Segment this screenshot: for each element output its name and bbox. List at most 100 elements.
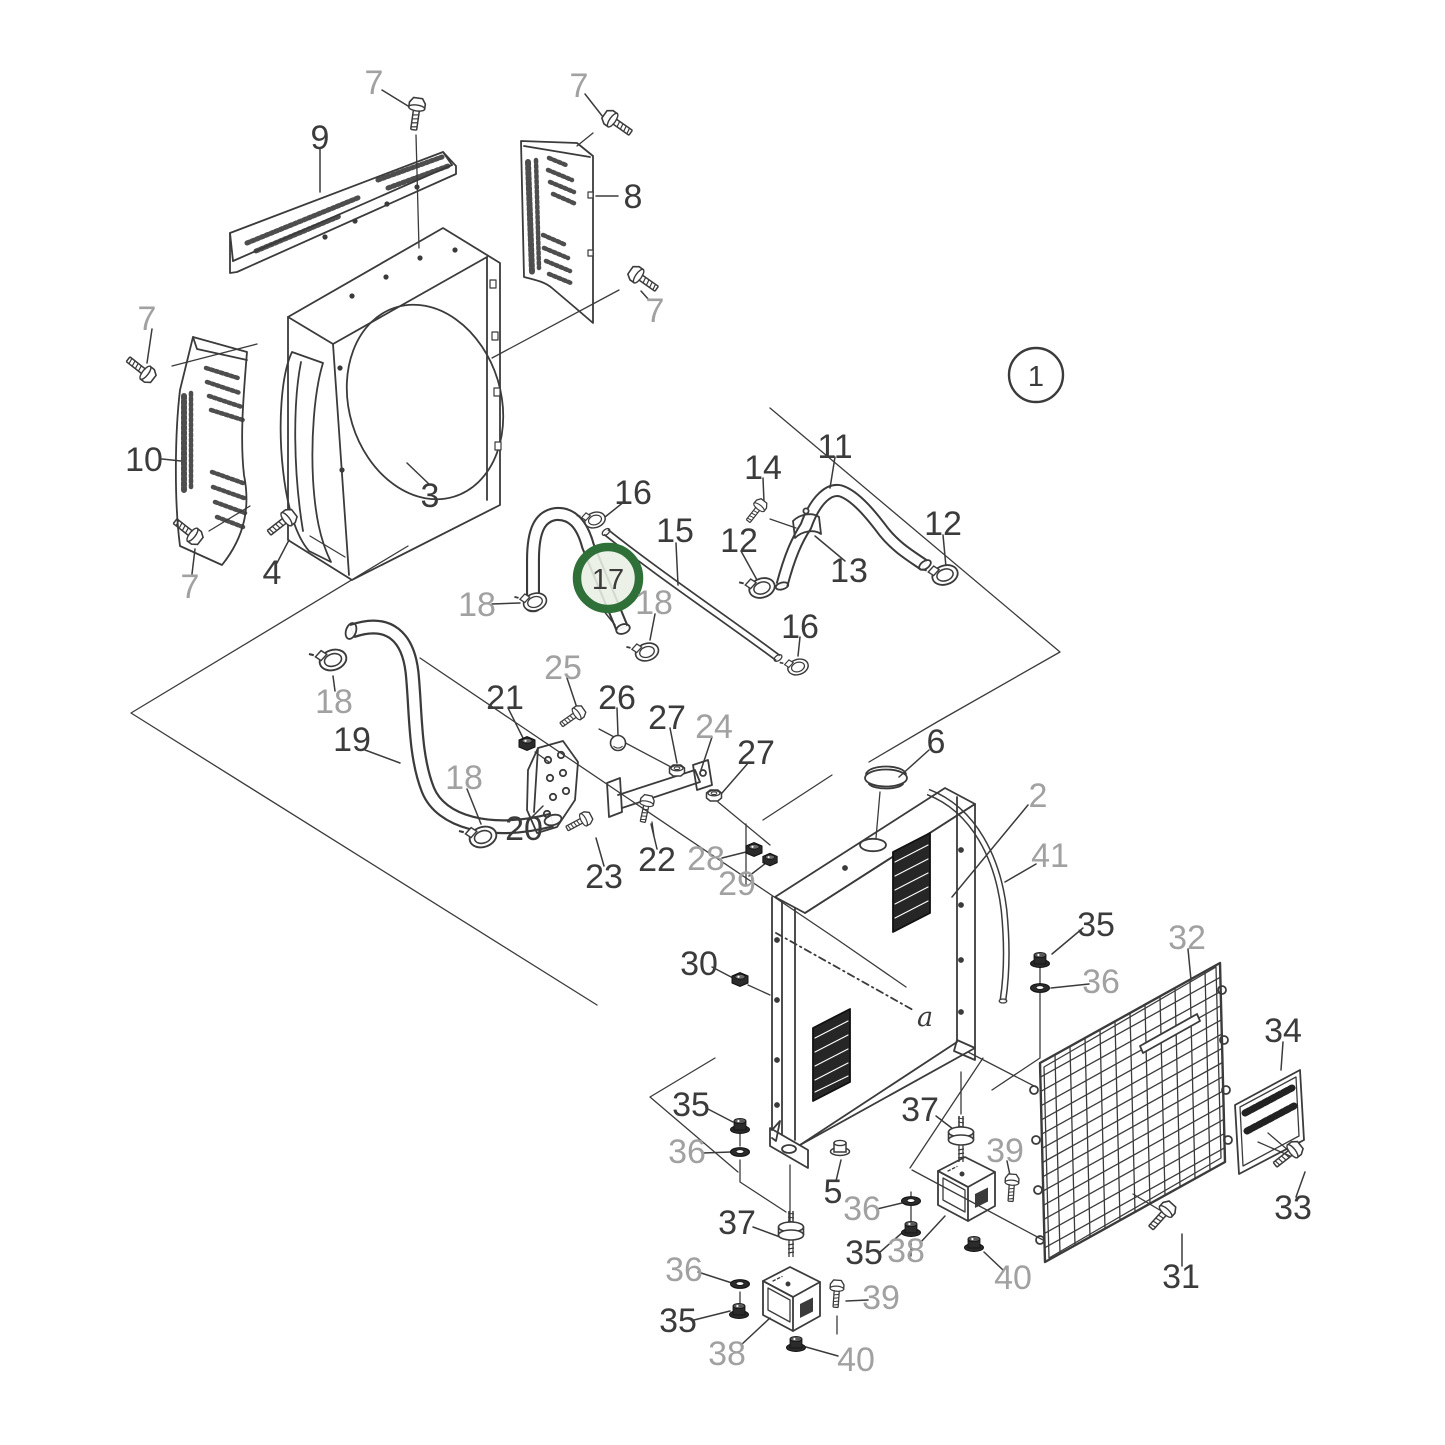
assembly-axis-lines — [171, 132, 1290, 1335]
part-label-15: 15 — [656, 512, 694, 550]
part-label-9: 9 — [311, 119, 330, 157]
mount-37-center-icon — [777, 1210, 805, 1258]
part-label-7: 7 — [138, 300, 157, 338]
part-label-37: 37 — [901, 1091, 939, 1129]
part-label-2: 2 — [1029, 777, 1048, 815]
part-label-13: 13 — [830, 552, 868, 590]
mount-37-right-icon — [947, 1115, 975, 1163]
hose-15 — [601, 527, 783, 662]
part-label-40: 40 — [994, 1259, 1032, 1297]
leader-lines — [146, 89, 1306, 1357]
grille-bar — [1042, 1076, 1224, 1178]
part-label-38: 38 — [887, 1232, 925, 1270]
part-label-1: 1 — [1028, 361, 1044, 393]
bolt-23-icon — [563, 809, 595, 836]
part-label-22: 22 — [638, 841, 676, 879]
part-label-18: 18 — [458, 586, 496, 624]
grille — [1029, 961, 1233, 1264]
bracket-24 — [606, 759, 713, 818]
grille-bar — [1043, 1118, 1225, 1221]
clamp-18-hose19-top-icon — [307, 642, 351, 678]
bolt-14-icon — [742, 496, 770, 526]
part-label-27: 27 — [737, 734, 775, 772]
part-label-32: 32 — [1168, 919, 1206, 957]
part-label-7: 7 — [365, 64, 384, 102]
nut-35-right-icon — [1030, 951, 1050, 968]
part-label-3: 3 — [421, 477, 440, 515]
part-label-37: 37 — [718, 1204, 756, 1242]
nut-35-left-icon — [730, 1117, 750, 1134]
part-label-35: 35 — [845, 1234, 883, 1272]
overflow-hose-41 — [926, 788, 1010, 1004]
part-label-27: 27 — [648, 699, 686, 737]
grille-bar — [1042, 1090, 1224, 1192]
part-label-36: 36 — [668, 1133, 706, 1171]
grille-bar — [1041, 1047, 1223, 1149]
part-label-20: 20 — [505, 810, 543, 848]
bolt-7-left-upper-icon — [122, 352, 160, 387]
grille-bar — [1042, 1104, 1225, 1206]
grille-bar — [1043, 1147, 1226, 1249]
part-label-12: 12 — [720, 522, 758, 560]
part-label-26: 26 — [598, 679, 636, 717]
nut-30-icon — [731, 972, 749, 987]
nut-21-icon — [518, 736, 536, 751]
bracket-20 — [526, 740, 579, 834]
grille-bar — [1041, 1033, 1223, 1135]
nut-27-upper-icon — [668, 764, 686, 777]
part-label-40: 40 — [837, 1341, 875, 1379]
bolt-7-right-lower-icon — [625, 263, 663, 297]
part-label-12: 12 — [924, 505, 962, 543]
ball-26-icon — [609, 734, 627, 752]
bolt-25-icon — [556, 702, 589, 731]
part-label-6: 6 — [927, 723, 946, 761]
bolt-39-left-icon — [828, 1279, 845, 1309]
part-label-29: 29 — [718, 865, 756, 903]
part-label-7: 7 — [646, 292, 665, 330]
emblem-plate — [1234, 1069, 1305, 1175]
fan-shroud — [279, 227, 505, 581]
clamp-18-hose17-right-icon — [625, 636, 662, 667]
hose-band-13 — [792, 507, 822, 539]
part-label-24: 24 — [695, 708, 733, 746]
side-panel-right — [520, 140, 594, 324]
part-label-31: 31 — [1162, 1258, 1200, 1296]
radiator — [769, 787, 976, 1169]
assembly-ref-circle — [1007, 346, 1065, 404]
nut-40-right-icon — [964, 1235, 984, 1252]
part-label-25: 25 — [544, 649, 582, 687]
washer-36-center-icon — [901, 1196, 921, 1206]
hose-11 — [774, 484, 932, 591]
part-label-a: a — [917, 1002, 933, 1033]
bolt-7-top-icon — [404, 96, 427, 132]
washer-36-bottom-icon — [730, 1279, 750, 1289]
clamp-16-lower-icon — [778, 653, 812, 680]
grille-studs — [1029, 985, 1233, 1245]
part-label-23: 23 — [585, 858, 623, 896]
part-label-18: 18 — [635, 584, 673, 622]
part-label-19: 19 — [333, 721, 371, 759]
nut-27-lower-icon — [705, 789, 723, 802]
part-label-34: 34 — [1264, 1012, 1302, 1050]
part-label-7: 7 — [181, 568, 200, 606]
part-label-35: 35 — [659, 1302, 697, 1340]
bolt-39-right-icon — [1003, 1173, 1020, 1203]
radiator-cap — [864, 765, 908, 839]
nut-5-icon — [829, 1139, 851, 1157]
clamp-12-left-icon — [738, 571, 779, 605]
grille-bar — [1039, 976, 1222, 1078]
part-label-39: 39 — [986, 1132, 1024, 1170]
grille-bar — [1043, 1132, 1225, 1235]
top-cover-panel — [229, 151, 457, 274]
bolt-4-icon — [263, 505, 301, 540]
part-label-35: 35 — [672, 1086, 710, 1124]
part-label-18: 18 — [445, 759, 483, 797]
mount-cube-right — [937, 1156, 996, 1222]
part-label-36: 36 — [1082, 963, 1120, 1001]
grille-bar — [1040, 1019, 1223, 1121]
part-label-16: 16 — [781, 608, 819, 646]
part-label-39: 39 — [862, 1279, 900, 1317]
